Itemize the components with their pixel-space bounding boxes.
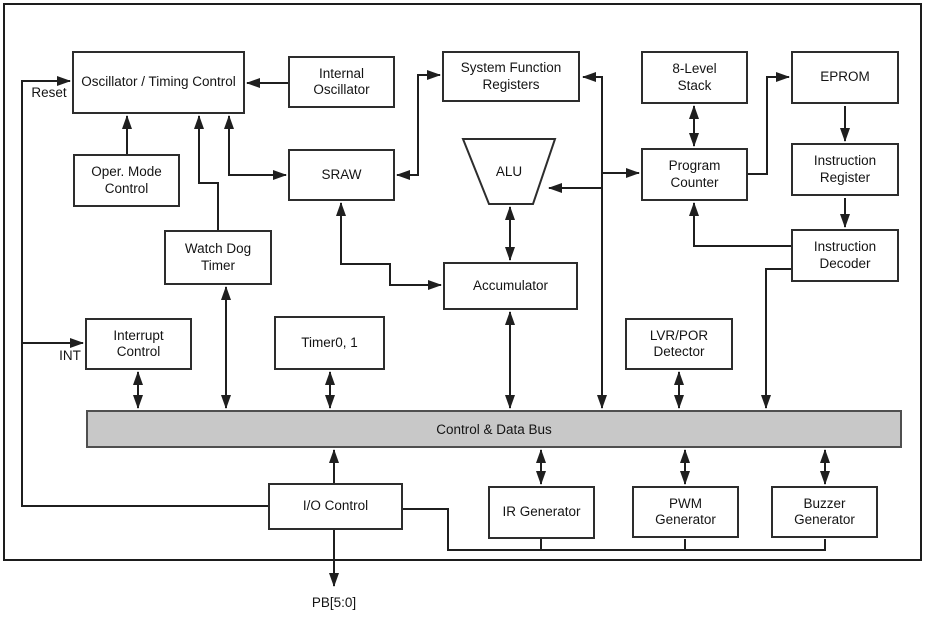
wire-sraw-sfr — [396, 70, 441, 180]
diagram-border-frame — [3, 3, 922, 561]
block-system-function-registers: System Function Registers — [442, 51, 580, 102]
block-program-counter: Program Counter — [641, 148, 748, 201]
pin-label-int: INT — [59, 348, 81, 363]
control-data-bus-label: Control & Data Bus — [436, 421, 552, 437]
block-pwm-generator-label: PWM Generator — [655, 495, 716, 527]
block-ir-generator: IR Generator — [488, 486, 595, 539]
block-internal-oscillator-label: Internal Oscillator — [313, 65, 370, 97]
block-oscillator-timing-control: Oscillator / Timing Control — [72, 51, 245, 114]
block-accumulator-label: Accumulator — [472, 277, 549, 293]
alu-shape — [461, 138, 557, 205]
block-timer0-1: Timer0, 1 — [274, 316, 385, 370]
block-eprom: EPROM — [791, 51, 899, 104]
block-program-counter-label: Program Counter — [668, 158, 721, 190]
block-interrupt-control-label: Interrupt Control — [113, 327, 164, 359]
block-sraw: SRAW — [288, 149, 395, 201]
wire-wdt-osc — [194, 115, 219, 230]
block-sraw-label: SRAW — [321, 166, 362, 182]
block-accumulator: Accumulator — [443, 262, 578, 310]
block-buzzer-generator-label: Buzzer Generator — [794, 495, 855, 527]
block-instruction-decoder-label: Instruction Decoder — [813, 239, 877, 271]
block-internal-oscillator: Internal Oscillator — [288, 56, 395, 108]
block-io-control: I/O Control — [268, 483, 403, 530]
block-instruction-register: Instruction Register — [791, 143, 899, 196]
wire-id-pc — [689, 202, 791, 247]
block-buzzer-generator: Buzzer Generator — [771, 486, 878, 538]
pin-label-pb: PB[5:0] — [311, 595, 357, 610]
block-oper-mode-control: Oper. Mode Control — [73, 154, 180, 207]
pin-label-reset: Reset — [31, 85, 67, 100]
wire-pc-eprom — [748, 72, 790, 175]
wire-generators-net — [403, 508, 826, 551]
wire-trunk — [582, 72, 607, 409]
block-io-control-label: I/O Control — [302, 498, 369, 514]
block-instruction-register-label: Instruction Register — [813, 153, 877, 185]
wire-id-bus — [761, 268, 791, 409]
block-oper-mode-control-label: Oper. Mode Control — [91, 164, 162, 196]
block-watch-dog-timer-label: Watch Dog Timer — [184, 241, 252, 273]
block-pwm-generator: PWM Generator — [632, 486, 739, 538]
block-alu-label: ALU — [495, 164, 523, 179]
wire-reset — [21, 76, 268, 507]
block-eprom-label: EPROM — [820, 69, 870, 85]
wire-sraw-accum — [336, 202, 442, 290]
block-8-level-stack: 8-Level Stack — [641, 51, 748, 104]
block-watch-dog-timer: Watch Dog Timer — [164, 230, 272, 285]
block-instruction-decoder: Instruction Decoder — [791, 229, 899, 282]
block-oscillator-timing-control-label: Oscillator / Timing Control — [81, 74, 236, 90]
block-interrupt-control: Interrupt Control — [85, 318, 192, 370]
wire-osc-sraw — [224, 115, 287, 180]
block-lvr-por-detector-label: LVR/POR Detector — [649, 327, 709, 359]
block-system-function-registers-label: System Function Registers — [460, 60, 562, 92]
block-lvr-por-detector: LVR/POR Detector — [625, 318, 733, 370]
control-data-bus: Control & Data Bus — [86, 410, 902, 448]
block-timer0-1-label: Timer0, 1 — [301, 334, 358, 350]
block-ir-generator-label: IR Generator — [502, 504, 581, 520]
block-8-level-stack-label: 8-Level Stack — [672, 61, 717, 93]
